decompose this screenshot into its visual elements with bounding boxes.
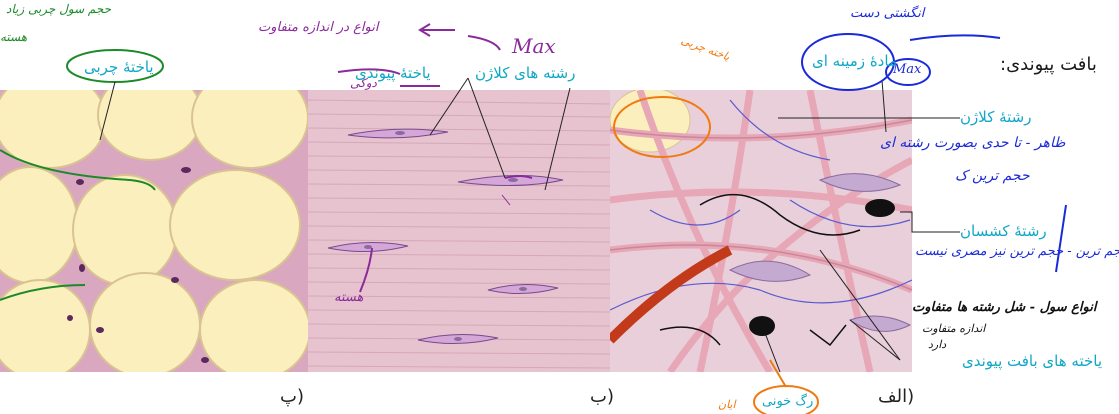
- label-connective-tissue-cells: یاخته های بافت پیوندی: [962, 352, 1102, 370]
- annotation-blue-1: انگشتی دست: [850, 6, 924, 21]
- caption-pe: (پ: [280, 386, 304, 407]
- annotation-max: Max: [512, 34, 556, 58]
- label-collagen-fibers: رشته های کلاژن: [475, 64, 576, 82]
- annotation-orange-2: ایان: [718, 398, 736, 411]
- annotation-blue-3: ظاهر - تا حدی بصورت رشته ای: [880, 135, 1065, 151]
- annotation-blue-4: حجم ترین ک: [955, 168, 1030, 184]
- caption-be: (ب: [590, 386, 614, 407]
- annotation-black-3: دارد: [928, 338, 946, 351]
- annotation-purple-2: دوکی: [350, 76, 377, 90]
- caption-alef: (الف: [878, 386, 914, 407]
- title: بافت پیوندی:: [1000, 54, 1097, 75]
- annotation-black-2: اندازه متفاوت: [922, 322, 985, 335]
- label-blood-vessel: رگ خونی: [762, 394, 813, 409]
- annotation-black-1: انواع سول - شل رشته ها متفاوت: [912, 300, 1096, 315]
- annotation-green-1: حجم سول چربی زیاد: [6, 2, 111, 16]
- label-elastic-fiber: رشتهٔ کشسان: [960, 222, 1047, 240]
- annotation-purple-3: هسته: [334, 290, 363, 305]
- label-ground-substance: مادهٔ زمینه ای: [812, 52, 897, 70]
- annotation-purple-1: انواع در اندازه متفاوت: [258, 20, 378, 35]
- label-fat-cell: یاختهٔ چربی: [84, 58, 154, 76]
- annotation-blue-5: نازک - حجم ترین - حجم ترین نیز مصری نیست: [915, 244, 1119, 259]
- annotation-green-2: هسته: [0, 30, 27, 44]
- label-collagen-fiber: رشتهٔ کلاژن: [960, 108, 1032, 126]
- annotation-blue-2: Max: [893, 62, 921, 77]
